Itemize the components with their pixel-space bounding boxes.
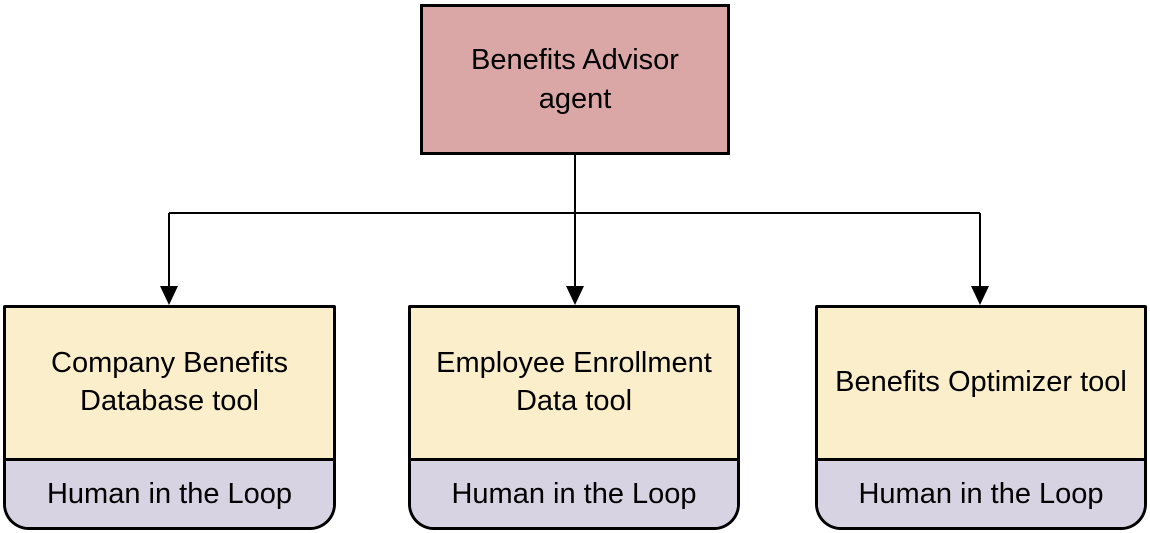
human-in-the-loop-label: Human in the Loop [451,477,697,510]
human-in-the-loop-section: Human in the Loop [818,458,1144,527]
tool-node-label: Company Benefits Database tool [51,347,288,417]
tool-node-body: Employee Enrollment Data tool [411,308,737,458]
arrowhead-left-icon [160,286,178,305]
arrowhead-right-icon [971,286,989,305]
tool-node-employee-enrollment-data: Employee Enrollment Data tool Human in t… [408,305,740,530]
tool-node-label: Benefits Optimizer tool [835,366,1127,399]
human-in-the-loop-section: Human in the Loop [411,458,737,527]
tool-node-body: Benefits Optimizer tool [818,308,1144,458]
human-in-the-loop-label: Human in the Loop [46,477,293,510]
tool-node-benefits-optimizer: Benefits Optimizer tool Human in the Loo… [815,305,1147,530]
agent-node: Benefits Advisor agent [420,4,730,155]
tool-node-body: Company Benefits Database tool [6,308,333,458]
human-in-the-loop-section: Human in the Loop [6,458,333,527]
agent-node-label: Benefits Advisor agent [471,44,679,115]
arrowhead-middle-icon [566,286,584,305]
tool-node-company-benefits-database: Company Benefits Database tool Human in … [3,305,336,530]
tool-node-label: Employee Enrollment Data tool [436,347,712,417]
human-in-the-loop-label: Human in the Loop [858,477,1104,510]
